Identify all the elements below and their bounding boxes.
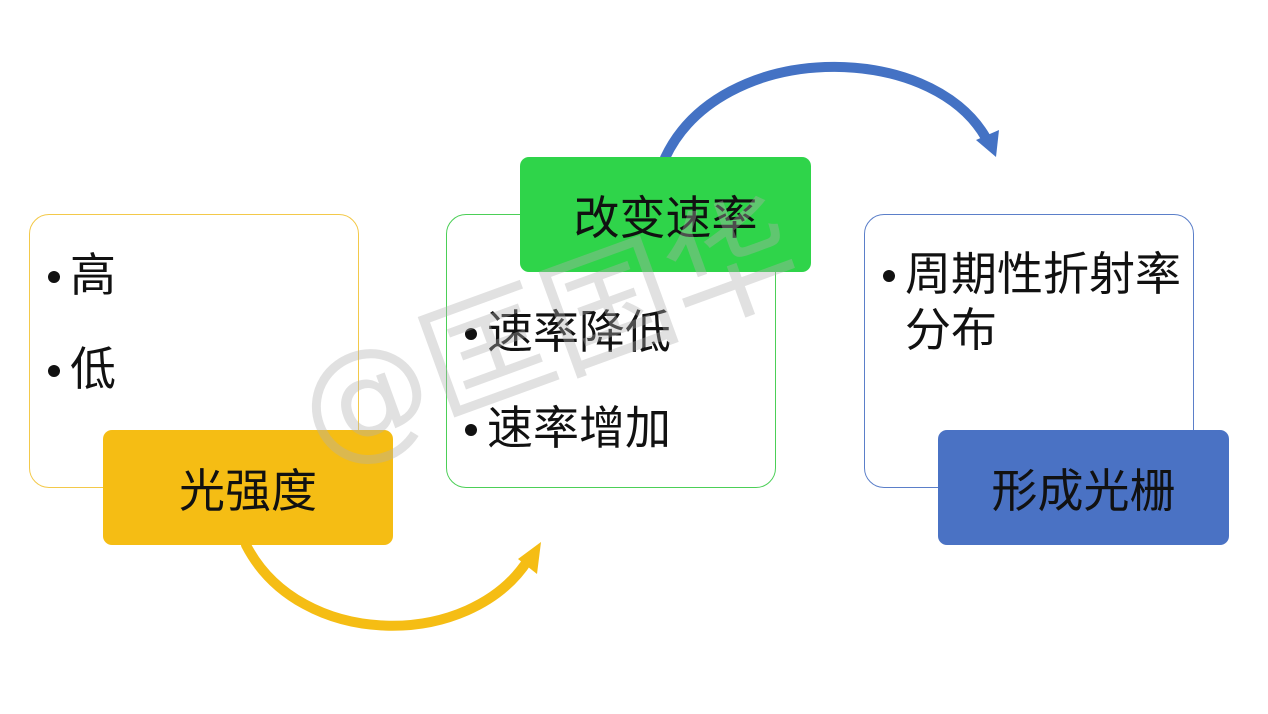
bullet-list: 周期性折射率分布 <box>881 246 1181 358</box>
arrowhead-icon <box>518 542 541 574</box>
bullet-item: 周期性折射率分布 <box>881 246 1181 358</box>
stage-label: 改变速率 <box>520 157 811 272</box>
bullet-item: 速率增加 <box>463 405 671 501</box>
bullet-list: 高 低 <box>46 252 116 440</box>
bullet-item: 高 <box>46 252 116 346</box>
stage-label: 光强度 <box>103 430 393 545</box>
stage-label: 形成光栅 <box>938 430 1229 545</box>
curved-arrow-icon <box>241 540 533 631</box>
bullet-item: 低 <box>46 346 116 440</box>
bullet-list: 速率降低 速率增加 <box>463 309 671 501</box>
curved-arrow-icon <box>660 61 991 163</box>
arrowhead-icon <box>976 130 999 157</box>
bullet-item: 速率降低 <box>463 309 671 405</box>
